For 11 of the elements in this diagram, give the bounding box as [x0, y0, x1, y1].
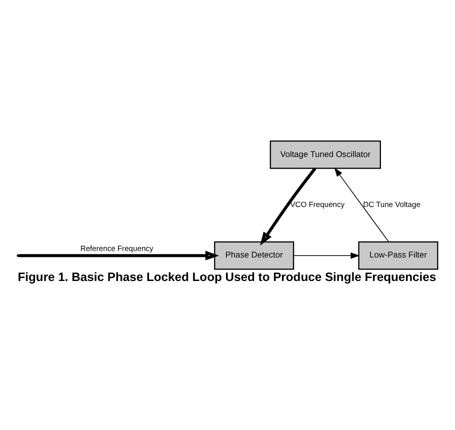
node-box: Low-Pass Filter [358, 241, 438, 270]
node-box: Phase Detector [214, 241, 294, 270]
arrow [260, 168, 316, 246]
edge-label: DC Tune Voltage [363, 200, 420, 210]
node-box: Voltage Tuned Oscillator [270, 140, 381, 169]
arrow [19, 250, 220, 260]
arrow [334, 168, 390, 242]
edge-label: VCO Frequency [290, 200, 345, 210]
arrow [293, 252, 360, 259]
caption: Figure 1. Basic Phase Locked Loop Used to Produce Single Frequencies [18, 270, 436, 284]
edge-label: Reference Frequency [80, 244, 154, 254]
